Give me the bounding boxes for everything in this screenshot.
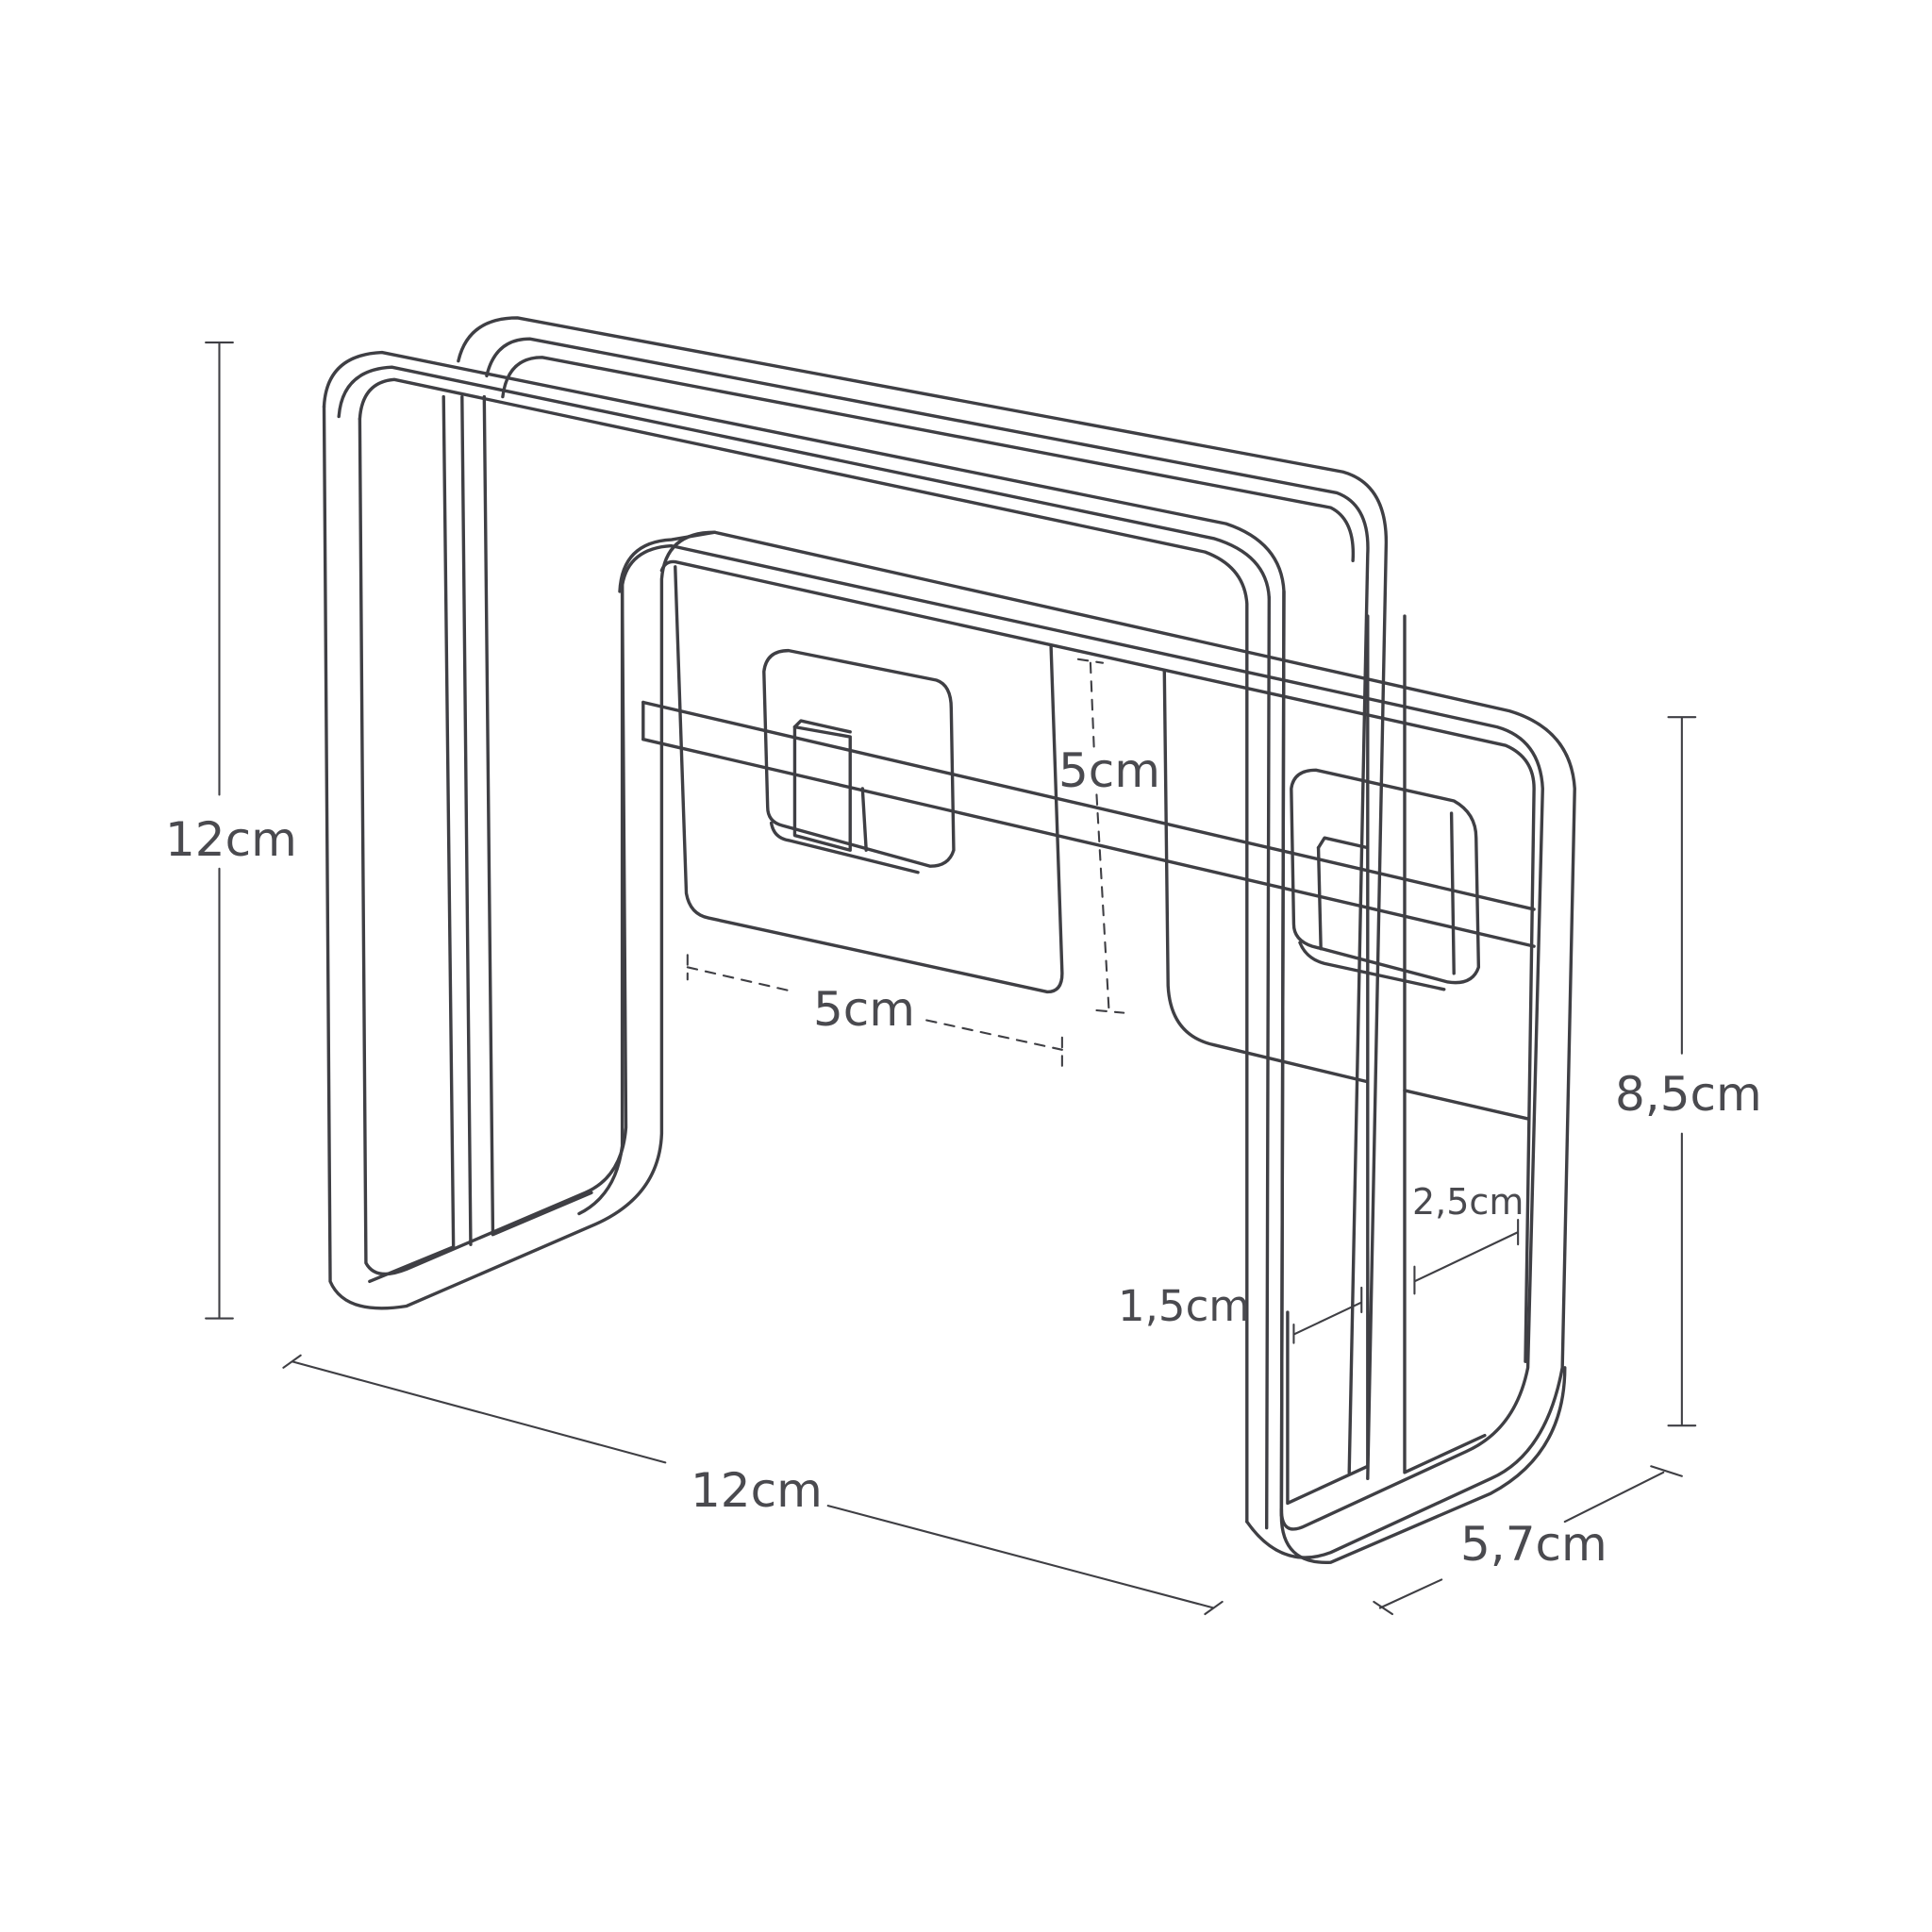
dimension-lines (205, 341, 1697, 1616)
back-pad-plate (674, 565, 1530, 1121)
inner-frame (577, 530, 717, 1216)
gap-small-label: 1,5cm (1118, 1281, 1251, 1331)
front-right-frame (1264, 590, 1567, 1564)
height-front-label: 8,5cm (1615, 1067, 1762, 1122)
gap-large-label: 2,5cm (1412, 1181, 1524, 1223)
rail-bar (641, 700, 1536, 948)
back-frame (457, 316, 1389, 1481)
width-total-label: 12cm (691, 1463, 823, 1518)
pad-width-label: 5cm (813, 982, 916, 1037)
front-left-frame (322, 350, 1576, 1559)
pad-height-label: 5cm (1058, 743, 1161, 798)
right-suction-pad (1290, 768, 1481, 991)
depth-label: 5,7cm (1460, 1517, 1607, 1572)
left-suction-pad (762, 648, 956, 874)
height-total-label: 12cm (165, 812, 297, 867)
